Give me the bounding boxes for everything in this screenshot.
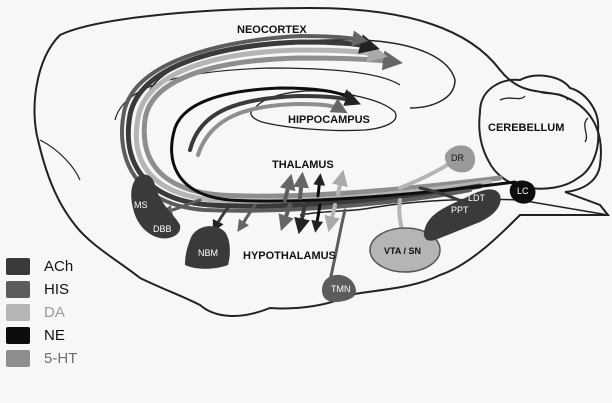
label-nbm: NBM xyxy=(198,248,218,258)
legend-label: HIS xyxy=(44,281,69,298)
legend-item-ach: ACh xyxy=(6,255,77,278)
label-dr: DR xyxy=(451,153,464,163)
legend-swatch xyxy=(6,304,30,321)
legend-swatch xyxy=(6,281,30,298)
label-hypothalamus: HYPOTHALAMUS xyxy=(243,250,336,262)
legend-item-ne: NE xyxy=(6,324,77,347)
label-cerebellum: CEREBELLUM xyxy=(488,122,564,134)
label-lc: LC xyxy=(517,186,529,196)
legend: ACh HIS DA NE 5-HT xyxy=(6,255,77,370)
legend-item-5ht: 5-HT xyxy=(6,347,77,370)
legend-label: ACh xyxy=(44,258,73,275)
legend-swatch xyxy=(6,258,30,275)
label-neocortex: NEOCORTEX xyxy=(237,24,307,36)
label-vta-sn: VTA / SN xyxy=(384,246,421,256)
label-thalamus: THALAMUS xyxy=(272,159,334,171)
legend-item-his: HIS xyxy=(6,278,77,301)
label-dbb: DBB xyxy=(153,224,172,234)
legend-item-da: DA xyxy=(6,301,77,324)
legend-label: DA xyxy=(44,304,65,321)
legend-label: 5-HT xyxy=(44,350,77,367)
label-tmn: TMN xyxy=(331,284,351,294)
label-ppt: PPT xyxy=(451,205,469,215)
label-ldt: LDT xyxy=(468,193,486,203)
label-ms: MS xyxy=(134,200,148,210)
legend-swatch xyxy=(6,327,30,344)
legend-swatch xyxy=(6,350,30,367)
legend-label: NE xyxy=(44,327,65,344)
label-hippocampus: HIPPOCAMPUS xyxy=(288,114,370,126)
